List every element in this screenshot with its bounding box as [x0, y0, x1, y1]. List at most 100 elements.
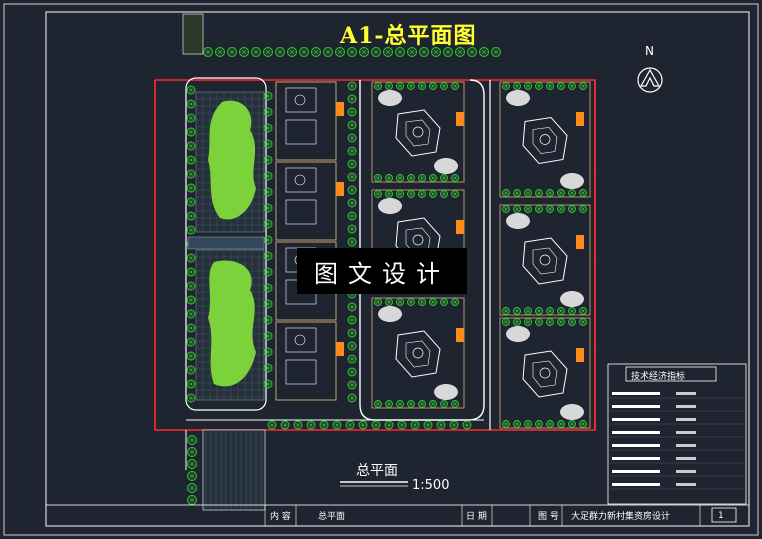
tree-icon — [546, 189, 554, 197]
tree-icon — [385, 298, 393, 306]
tree-icon — [187, 495, 197, 505]
tree-icon — [385, 174, 393, 182]
tree-icon — [186, 155, 196, 165]
tree-icon — [418, 298, 426, 306]
legend-title: 技术经济指标 — [631, 372, 686, 382]
tree-icon — [546, 307, 554, 315]
tree-icon — [513, 318, 521, 326]
upper-lawn — [208, 100, 256, 220]
villa-garden-rock — [378, 90, 402, 106]
legend-row-value-bar — [676, 483, 696, 486]
park-road-outline — [185, 77, 267, 411]
legend-row-label-bar — [612, 405, 660, 408]
tree-icon — [535, 420, 543, 428]
tree-icon — [579, 189, 587, 197]
tree-icon — [385, 400, 393, 408]
tree-icon — [186, 351, 196, 361]
villa-garden-rock — [378, 198, 402, 214]
legend-row-label-bar — [612, 457, 660, 460]
tree-icon — [395, 47, 405, 57]
inner-ring-road — [359, 79, 485, 421]
legend-row-value-bar — [676, 392, 696, 395]
tree-icon — [263, 91, 273, 101]
unit-marker-icon — [294, 94, 306, 106]
tree-icon — [347, 393, 357, 403]
tree-icon — [524, 189, 532, 197]
unit-marker-icon — [294, 174, 306, 186]
tree-icon — [384, 420, 394, 430]
tree-icon — [407, 174, 415, 182]
tree-icon — [374, 298, 382, 306]
villa-lot — [371, 297, 465, 409]
tree-icon — [418, 400, 426, 408]
villa-garden-rock — [560, 291, 584, 307]
legend-row-label-bar — [612, 418, 660, 421]
tree-icon — [524, 82, 532, 90]
tree-icon — [306, 420, 316, 430]
tree-icon — [513, 420, 521, 428]
tree-icon — [374, 400, 382, 408]
tree-icon — [396, 400, 404, 408]
tree-icon — [451, 298, 459, 306]
tree-icon — [186, 169, 196, 179]
tree-icon — [186, 141, 196, 151]
title-block-drawing-label: 图 号 — [538, 512, 559, 522]
tree-icon — [568, 82, 576, 90]
legend-row-value-bar — [676, 444, 696, 447]
legend-row-value-bar — [676, 405, 696, 408]
tree-icon — [407, 190, 415, 198]
tree-icon — [186, 253, 196, 263]
tree-icon — [186, 211, 196, 221]
tree-icon — [186, 183, 196, 193]
tree-icon — [187, 447, 197, 457]
entrance-marker — [456, 112, 464, 126]
villa-garden-rock — [560, 173, 584, 189]
tree-icon — [371, 420, 381, 430]
row-house-block — [275, 81, 337, 161]
tree-icon — [385, 190, 393, 198]
villa-garden-rock — [434, 384, 458, 400]
tree-icon — [557, 307, 565, 315]
tree-icon — [347, 211, 357, 221]
tree-icon — [407, 298, 415, 306]
tree-icon — [345, 420, 355, 430]
tree-icon — [429, 400, 437, 408]
technical-index-table — [607, 363, 747, 505]
legend-row-label-bar — [612, 483, 660, 486]
tree-icon — [186, 113, 196, 123]
row-house-unit — [285, 87, 317, 113]
villa-roof-inner — [405, 119, 431, 147]
tree-icon — [186, 379, 196, 389]
tree-icon — [347, 341, 357, 351]
entrance-marker — [456, 220, 464, 234]
villa-roof — [522, 237, 568, 285]
tree-icon — [436, 420, 446, 430]
tree-icon — [502, 420, 510, 428]
tree-icon — [462, 420, 472, 430]
tree-icon — [347, 302, 357, 312]
tree-icon — [263, 139, 273, 149]
tree-icon — [568, 189, 576, 197]
tree-icon — [396, 298, 404, 306]
tree-icon — [429, 82, 437, 90]
tree-icon — [451, 82, 459, 90]
tree-icon — [440, 82, 448, 90]
south-tree-row — [187, 420, 472, 505]
north-arrow-icon — [637, 67, 663, 93]
tree-icon — [431, 47, 441, 57]
villa-lot — [499, 81, 591, 198]
tree-icon — [374, 82, 382, 90]
tree-icon — [513, 205, 521, 213]
drawing-title: A1-总平面图 — [340, 23, 477, 49]
tree-icon — [186, 281, 196, 291]
tree-icon — [418, 82, 426, 90]
tree-icon — [440, 298, 448, 306]
tree-icon — [429, 190, 437, 198]
tree-icon — [263, 347, 273, 357]
tree-icon — [186, 99, 196, 109]
tree-icon — [251, 47, 261, 57]
tree-icon — [557, 420, 565, 428]
tree-icon — [263, 203, 273, 213]
tree-icon — [502, 82, 510, 90]
row-house-block — [275, 321, 337, 401]
